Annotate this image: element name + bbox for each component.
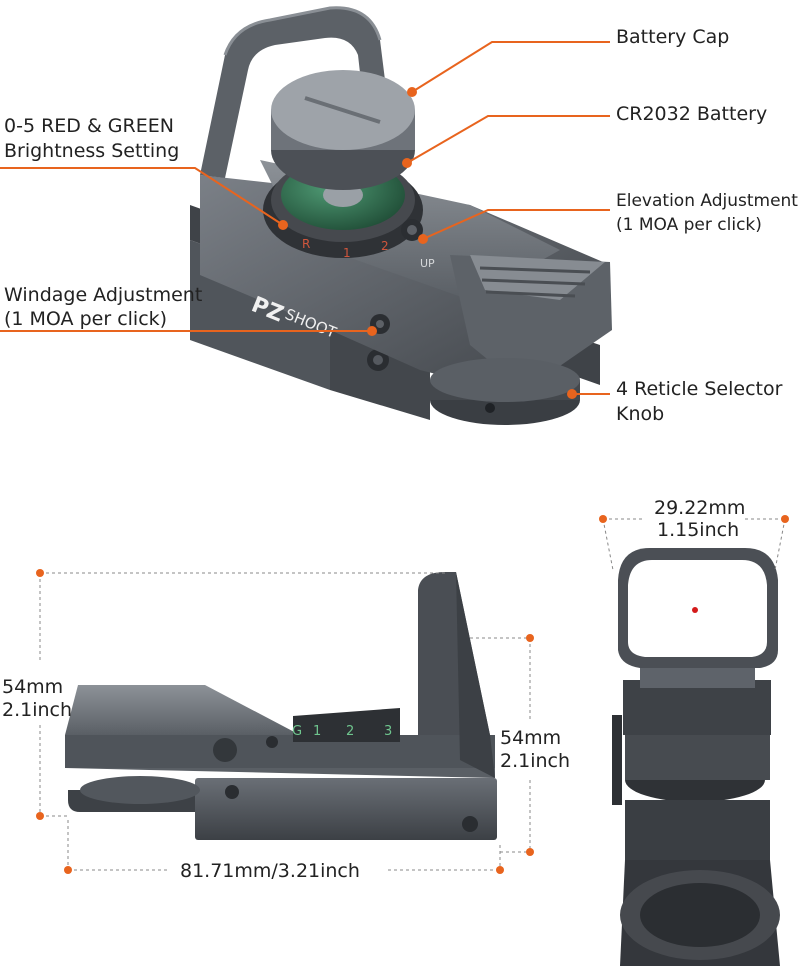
callout-dots (278, 87, 577, 399)
callout-lines (0, 41, 610, 395)
cr2032-battery-label: CR2032 Battery (616, 103, 768, 125)
dial-mark-1: 1 (343, 246, 351, 260)
hood (200, 7, 395, 179)
elevation-label-line2: (1 MOA per click) (616, 215, 762, 235)
left-height-inch-label: 2.1inch (2, 699, 73, 721)
elevation-up-mark: UP (420, 257, 435, 270)
right-height-mm-label: 54mm (500, 727, 562, 749)
battery-cap-leader (411, 41, 610, 93)
left-height-mm-label: 54mm (2, 676, 64, 698)
side-dial-2: 2 (346, 724, 354, 739)
side-dial-3: 3 (384, 724, 392, 739)
reticle-dot (692, 607, 698, 613)
side-dial (293, 708, 400, 742)
reticle-label-line2: Knob (616, 403, 665, 425)
battery-cap-label: Battery Cap (616, 26, 730, 48)
reticle-label-line1: 4 Reticle Selector (616, 378, 783, 400)
brightness-label-line1: 0-5 RED & GREEN (4, 115, 174, 137)
right-height-inch-label: 2.1inch (500, 750, 571, 772)
dial-mark-r: R (302, 237, 310, 251)
width-mm-label: 29.22mm (654, 497, 746, 519)
brightness-leader (0, 167, 284, 226)
length-label: 81.71mm/3.21inch (180, 860, 360, 882)
side-dial-1: 1 (313, 724, 321, 739)
side-view: G 1 2 3 (65, 572, 497, 840)
cr2032-leader (406, 115, 610, 164)
width-inch-label: 1.15inch (657, 519, 740, 541)
windage-label-line2: (1 MOA per click) (4, 308, 168, 330)
elevation-leader (422, 209, 610, 240)
brightness-label-line2: Brightness Setting (4, 140, 180, 162)
iso-view: R 1 2 UP PZ SHOOT (190, 6, 612, 425)
front-view (612, 548, 780, 966)
dial-mark-2: 2 (381, 239, 389, 253)
dimension-dots (36, 515, 789, 874)
side-dial-g: G (292, 724, 302, 739)
windage-label-line1: Windage Adjustment (4, 284, 203, 306)
dimension-lines (39, 518, 786, 871)
elevation-label-line1: Elevation Adjustment (616, 191, 798, 211)
